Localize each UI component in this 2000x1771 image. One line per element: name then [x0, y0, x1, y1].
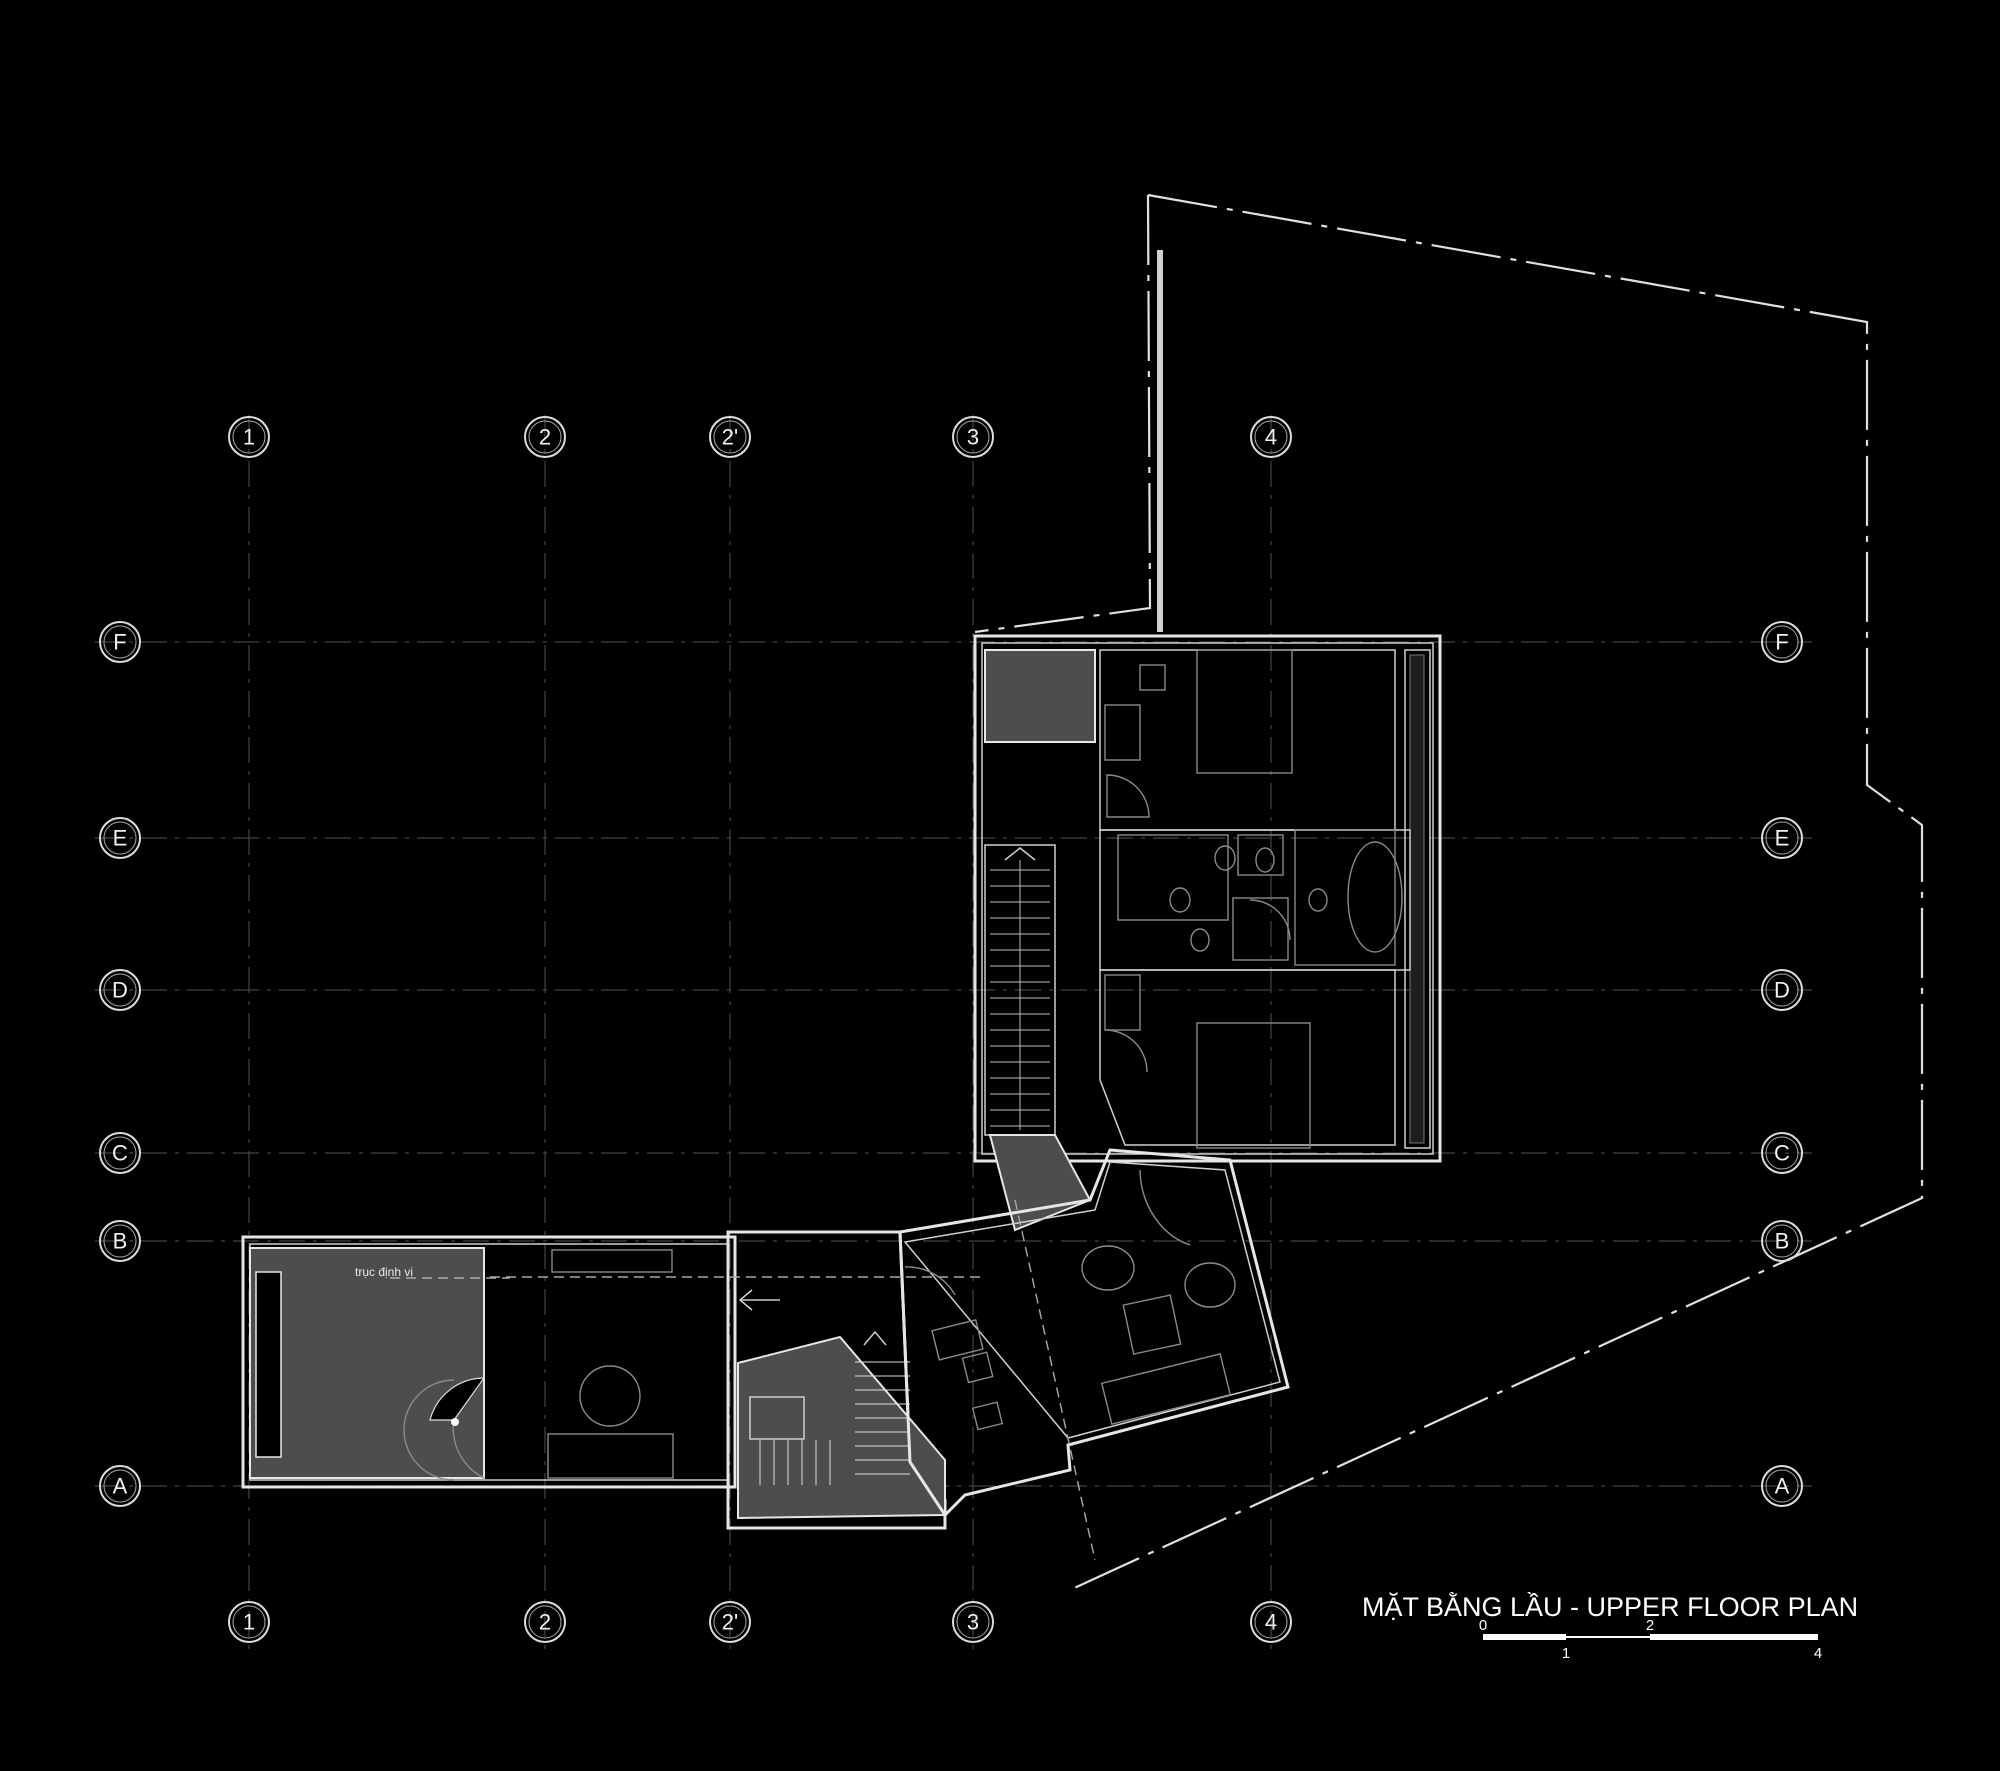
- grid-bubble-bottom-3-label: 3: [967, 1610, 979, 1635]
- grid-bubble-bottom-0: 1: [228, 1601, 270, 1643]
- grid-bubble-left-3: C: [99, 1132, 141, 1174]
- scale-bar: 0 1 2 4: [1479, 1617, 1822, 1662]
- grid-bubble-bottom-0-label: 1: [243, 1610, 255, 1635]
- grid-bubble-right-5-label: A: [1775, 1474, 1790, 1499]
- grid-bubble-right-1: E: [1761, 817, 1803, 859]
- grid-bubble-bottom-2-label: 2': [722, 1610, 738, 1635]
- scale-tick-2: 2: [1646, 1617, 1654, 1634]
- grid-bubble-right-2-label: D: [1774, 978, 1790, 1003]
- grid-axis-lines: [95, 415, 1812, 1655]
- grid-bubble-top-3-label: 3: [967, 425, 979, 450]
- grid-bubble-top-0: 1: [228, 416, 270, 458]
- scale-tick-4: 4: [1814, 1645, 1822, 1662]
- grid-bubble-right-0-label: F: [1775, 630, 1788, 655]
- study-area: [249, 1247, 485, 1479]
- axis-note-label: trục định vị: [355, 1265, 413, 1279]
- grid-bubble-top-2: 2': [709, 416, 751, 458]
- bed-1: [1196, 649, 1293, 774]
- void-shaft: [984, 649, 1096, 743]
- grid-bubble-right-5: A: [1761, 1465, 1803, 1507]
- bedroom-block: [973, 634, 1442, 1232]
- grid-bubble-left-0-label: F: [113, 630, 126, 655]
- drawing-title: MẶT BẰNG LẦU - UPPER FLOOR PLAN: [1362, 1591, 1858, 1622]
- grid-bubble-top-3: 3: [952, 416, 994, 458]
- grid-bubble-right-0: F: [1761, 621, 1803, 663]
- grid-bubble-left-2: D: [99, 969, 141, 1011]
- grid-bubble-right-3: C: [1761, 1132, 1803, 1174]
- grid-bubble-top-1: 2: [524, 416, 566, 458]
- grid-bubble-right-4: B: [1761, 1220, 1803, 1262]
- grid-bubble-right-4-label: B: [1775, 1229, 1790, 1254]
- grid-bubble-left-1: E: [99, 817, 141, 859]
- grid-bubble-top-2-label: 2': [722, 425, 738, 450]
- grid-bubble-left-0: F: [99, 621, 141, 663]
- grid-bubble-bottom-3: 3: [952, 1601, 994, 1643]
- grid-bubble-top-4-label: 4: [1265, 425, 1277, 450]
- scale-tick-0: 0: [1479, 1617, 1487, 1634]
- grid-bubble-bottom-2: 2': [709, 1601, 751, 1643]
- grid-bubble-right-2: D: [1761, 969, 1803, 1011]
- grid-bubble-top-0-label: 1: [243, 425, 255, 450]
- grid-bubble-right-1-label: E: [1775, 826, 1790, 851]
- sofa: [1100, 1353, 1232, 1425]
- grid-bubble-left-2-label: D: [112, 978, 128, 1003]
- round-table: [579, 1365, 641, 1427]
- site-boundary-east: [1069, 193, 1924, 1591]
- bathtub: [1347, 841, 1403, 953]
- grid-bubble-top-4: 4: [1250, 416, 1292, 458]
- bed-2: [1196, 1022, 1311, 1149]
- grid-bubble-bottom-1-label: 2: [539, 1610, 551, 1635]
- grid-bubble-bottom-4-label: 4: [1265, 1610, 1277, 1635]
- grid-bubble-left-5-label: A: [113, 1474, 128, 1499]
- grid-bubble-left-1-label: E: [113, 826, 128, 851]
- lounge-block: [898, 1148, 1290, 1561]
- site-boundary: [974, 194, 1152, 634]
- grid-bubble-right-3-label: C: [1774, 1141, 1790, 1166]
- stair-hall-grey: [737, 1335, 946, 1520]
- grid-bubble-left-3-label: C: [112, 1141, 128, 1166]
- central-stair-block: [726, 1230, 947, 1530]
- scale-tick-1: 1: [1562, 1645, 1570, 1662]
- grid-bubble-left-4: B: [99, 1220, 141, 1262]
- grid-bubble-left-4-label: B: [113, 1229, 128, 1254]
- grid-bubble-left-5: A: [99, 1465, 141, 1507]
- grid-bubble-top-1-label: 2: [539, 425, 551, 450]
- living-wing: trục định vị: [241, 1235, 980, 1489]
- grid-bubble-bottom-4: 4: [1250, 1601, 1292, 1643]
- grid-bubble-bottom-1: 2: [524, 1601, 566, 1643]
